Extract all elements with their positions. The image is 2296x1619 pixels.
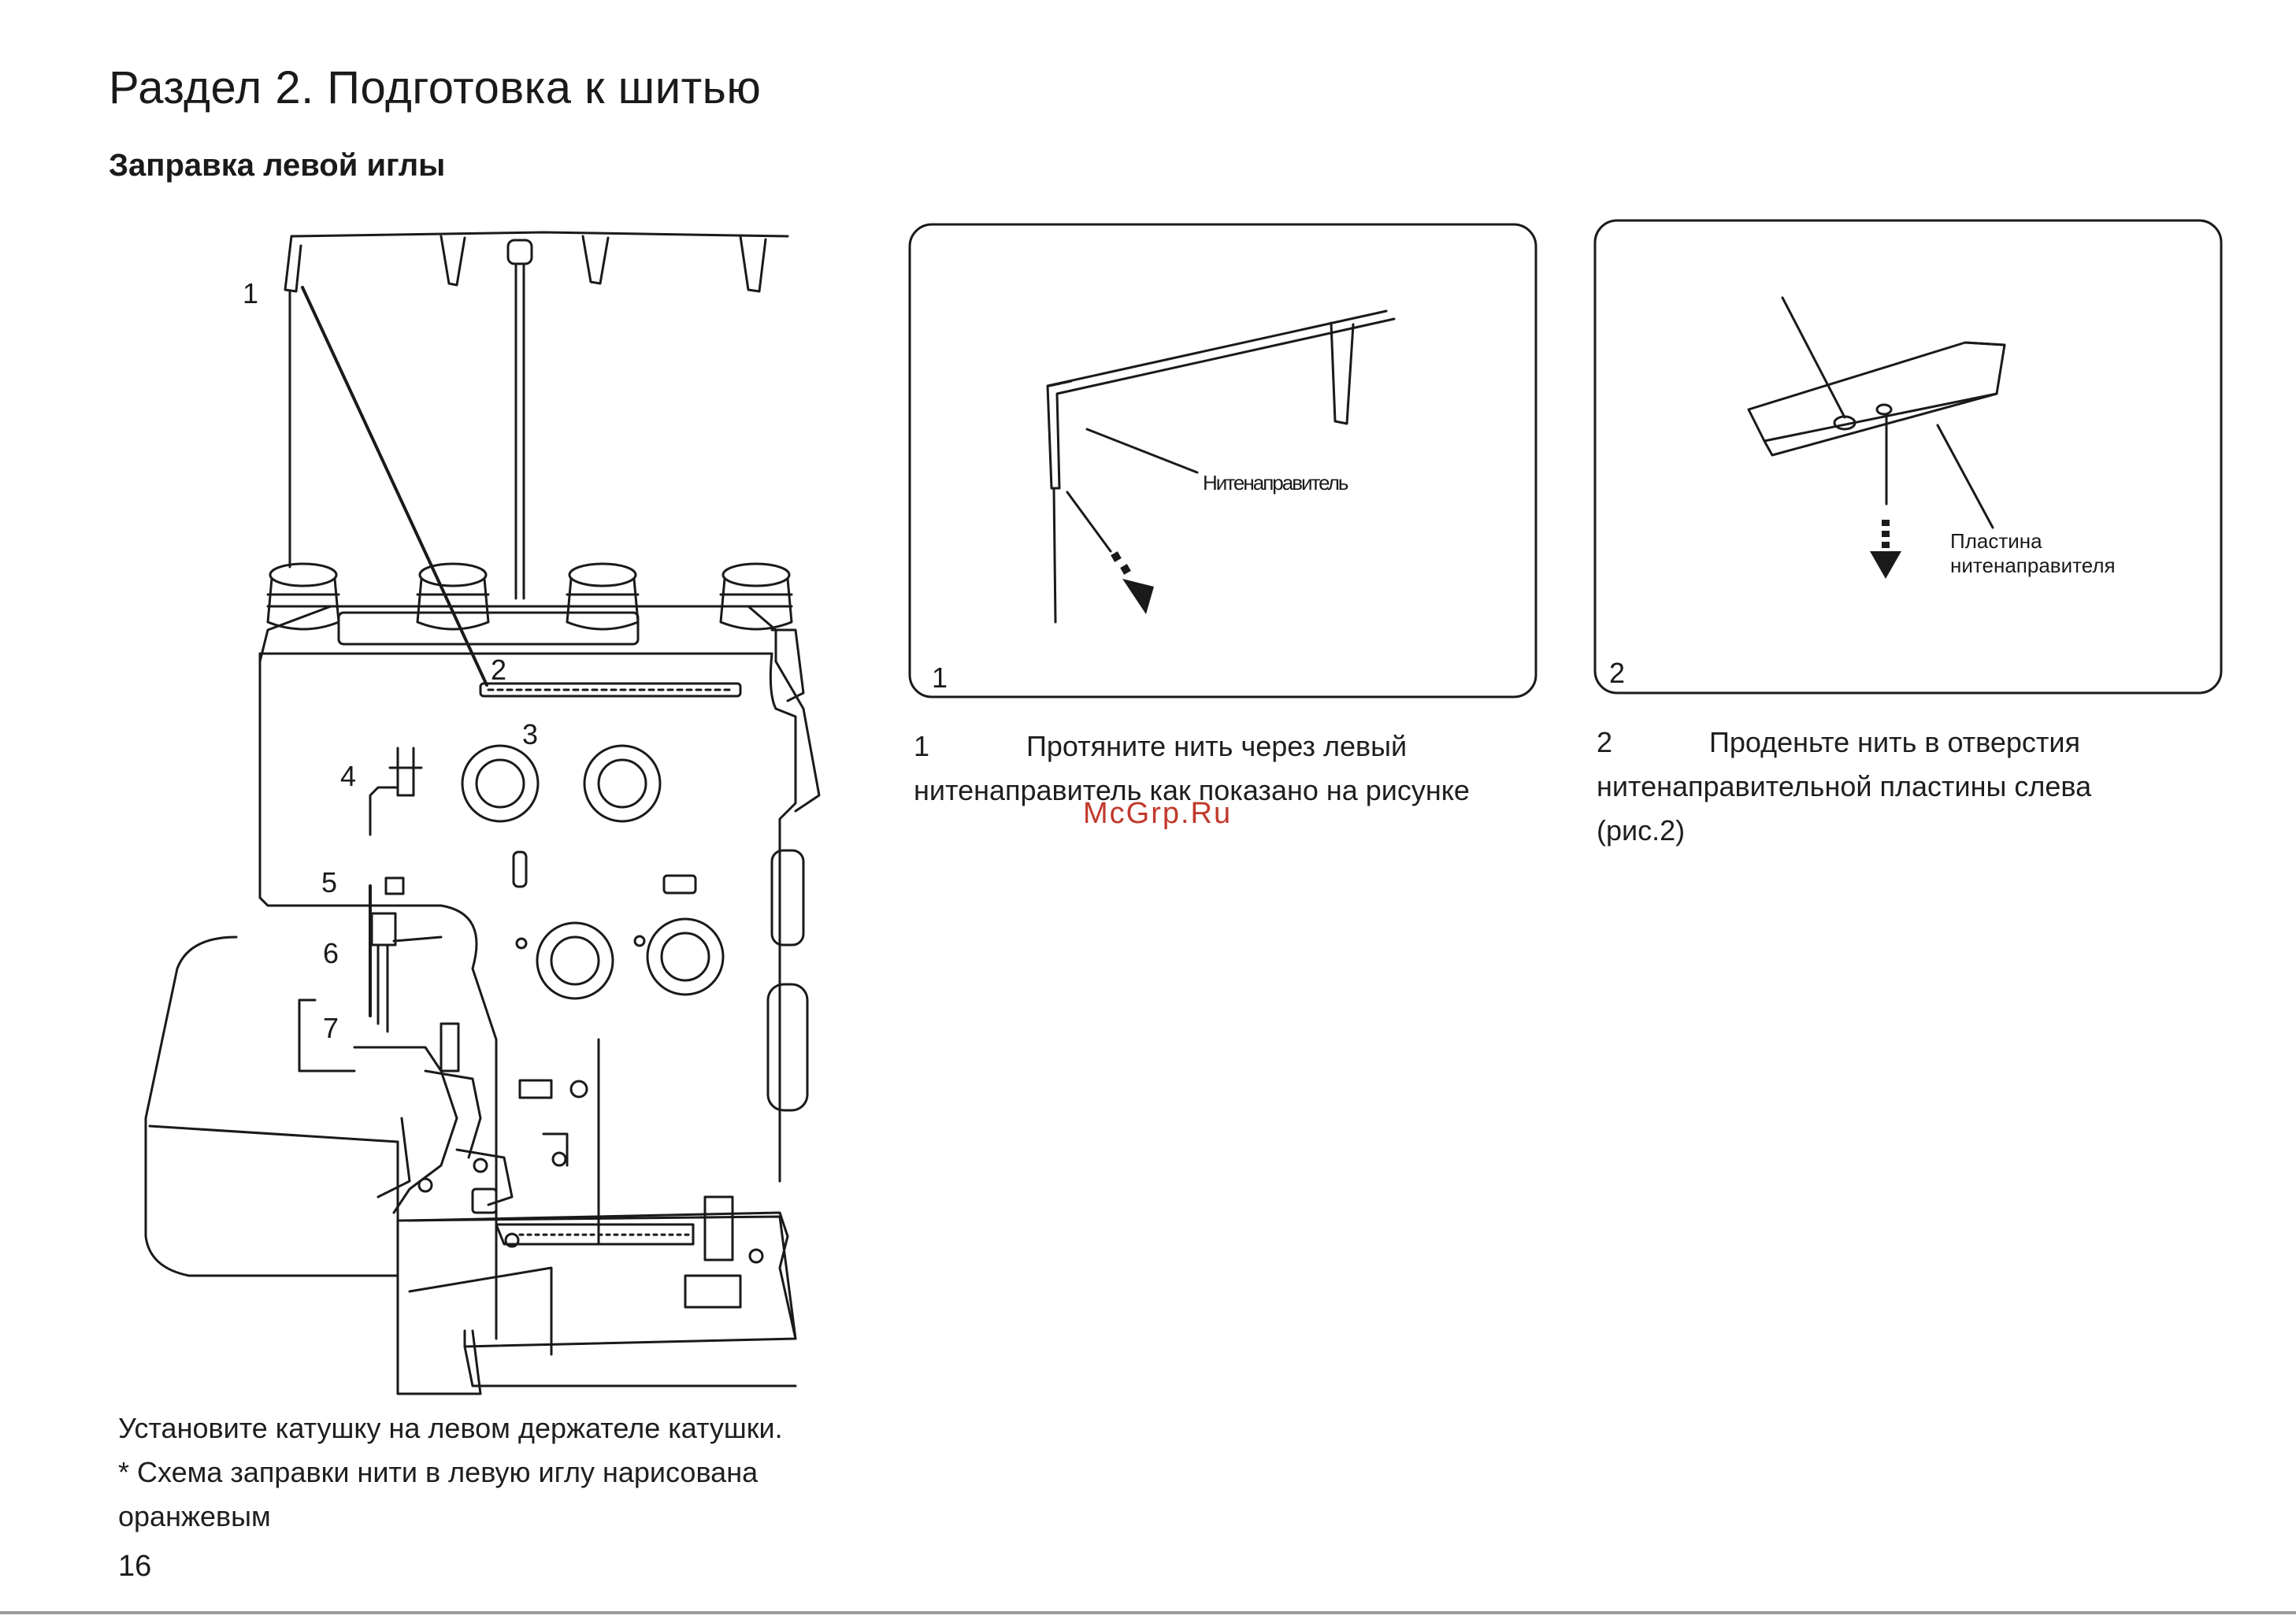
- subsection-title: Заправка левой иглы: [109, 148, 446, 183]
- step-2-text-line-1: Проденьте нить в отверстия: [1709, 726, 2081, 758]
- machine-body: [144, 605, 821, 1395]
- panel-2-frame: [1593, 219, 2223, 695]
- thread-line: [1066, 491, 1112, 553]
- spool-instruction: Установите катушку на левом держателе ка…: [118, 1412, 783, 1444]
- panel-1-frame: [908, 223, 1537, 698]
- thread-line: [1781, 296, 1846, 419]
- callout-1: 1: [243, 277, 259, 309]
- leader-line: [1936, 424, 1994, 529]
- thread-path: [301, 286, 488, 687]
- section-title: Раздел 2. Подготовка к шитью: [109, 62, 762, 113]
- leader-line: [1085, 428, 1199, 474]
- panel-2-number: 2: [1609, 657, 1626, 689]
- panel-1-number: 1: [932, 661, 948, 694]
- page-number: 16: [118, 1550, 152, 1583]
- down-arrow-icon: [1870, 520, 1901, 579]
- callout-2: 2: [491, 654, 507, 686]
- down-arrow-icon: [1111, 551, 1154, 614]
- step-1-text-line-1: Протяните нить через левый: [1026, 730, 1408, 762]
- callout-4: 4: [340, 760, 357, 792]
- bottom-divider: [0, 1611, 2296, 1614]
- step-2-number: 2: [1597, 726, 1613, 758]
- callout-5: 5: [321, 866, 338, 898]
- plate-label-line-1: Пластина: [1950, 529, 2042, 553]
- step-2-text-line-3: (рис.2): [1597, 814, 1686, 847]
- step-1-number: 1: [914, 730, 930, 762]
- step-2-text-line-2: нитенаправительной пластины слева: [1597, 770, 2092, 802]
- callout-7: 7: [323, 1012, 339, 1044]
- watermark: McGrp.Ru: [1083, 797, 1233, 830]
- guide-plate-icon: [1747, 341, 2006, 457]
- thread-guide-icon: [1046, 309, 1396, 624]
- note-line-1: * Схема заправки нити в левую иглу нарис…: [118, 1456, 759, 1488]
- thread-stand-icon: [284, 231, 789, 600]
- plate-label-line-2: нитенаправителя: [1950, 554, 2116, 577]
- note-line-2: оранжевым: [118, 1500, 271, 1532]
- thread-guide-label: Нитенаправитель: [1203, 471, 1348, 495]
- callout-6: 6: [323, 937, 339, 969]
- step-1-text-line-2: нитенаправитель как показано на рисунке: [914, 774, 1470, 806]
- callout-3: 3: [522, 718, 539, 750]
